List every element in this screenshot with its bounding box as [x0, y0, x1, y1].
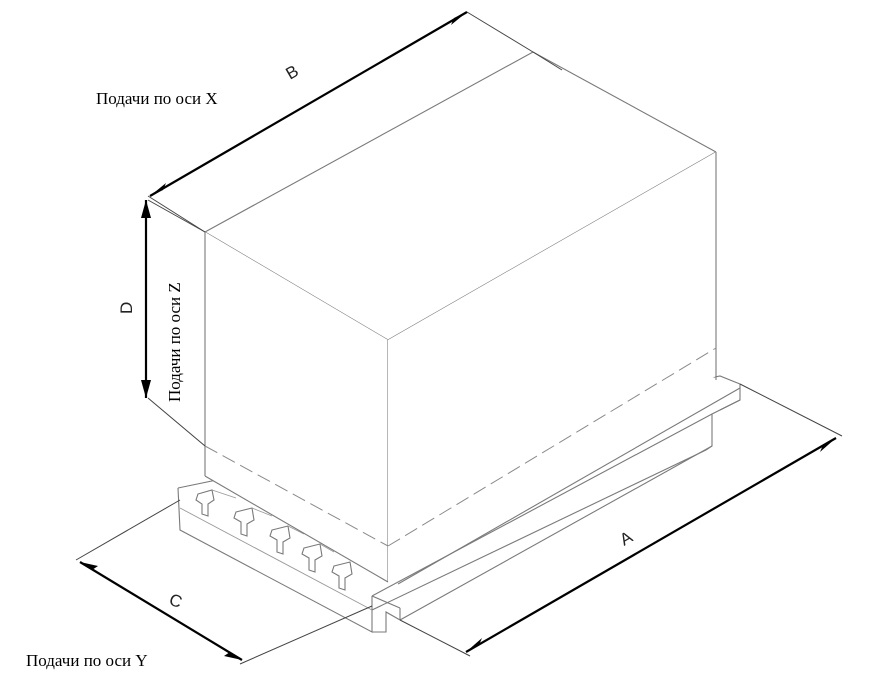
feed-z-label: Подачи по оси Z	[165, 282, 184, 402]
dimension-d	[141, 199, 206, 447]
dimension-d-label: D	[117, 302, 136, 314]
dimension-c	[75, 499, 373, 665]
dimension-a	[399, 383, 843, 657]
jaw-block	[204, 51, 717, 583]
dimension-c-label: C	[167, 590, 185, 612]
feed-y-label: Подачи по оси Y	[26, 651, 148, 670]
dimension-a-label: A	[617, 527, 637, 549]
feed-x-label: Подачи по оси X	[96, 89, 218, 108]
dimension-b-label: B	[283, 61, 302, 83]
dimension-b	[147, 11, 563, 233]
